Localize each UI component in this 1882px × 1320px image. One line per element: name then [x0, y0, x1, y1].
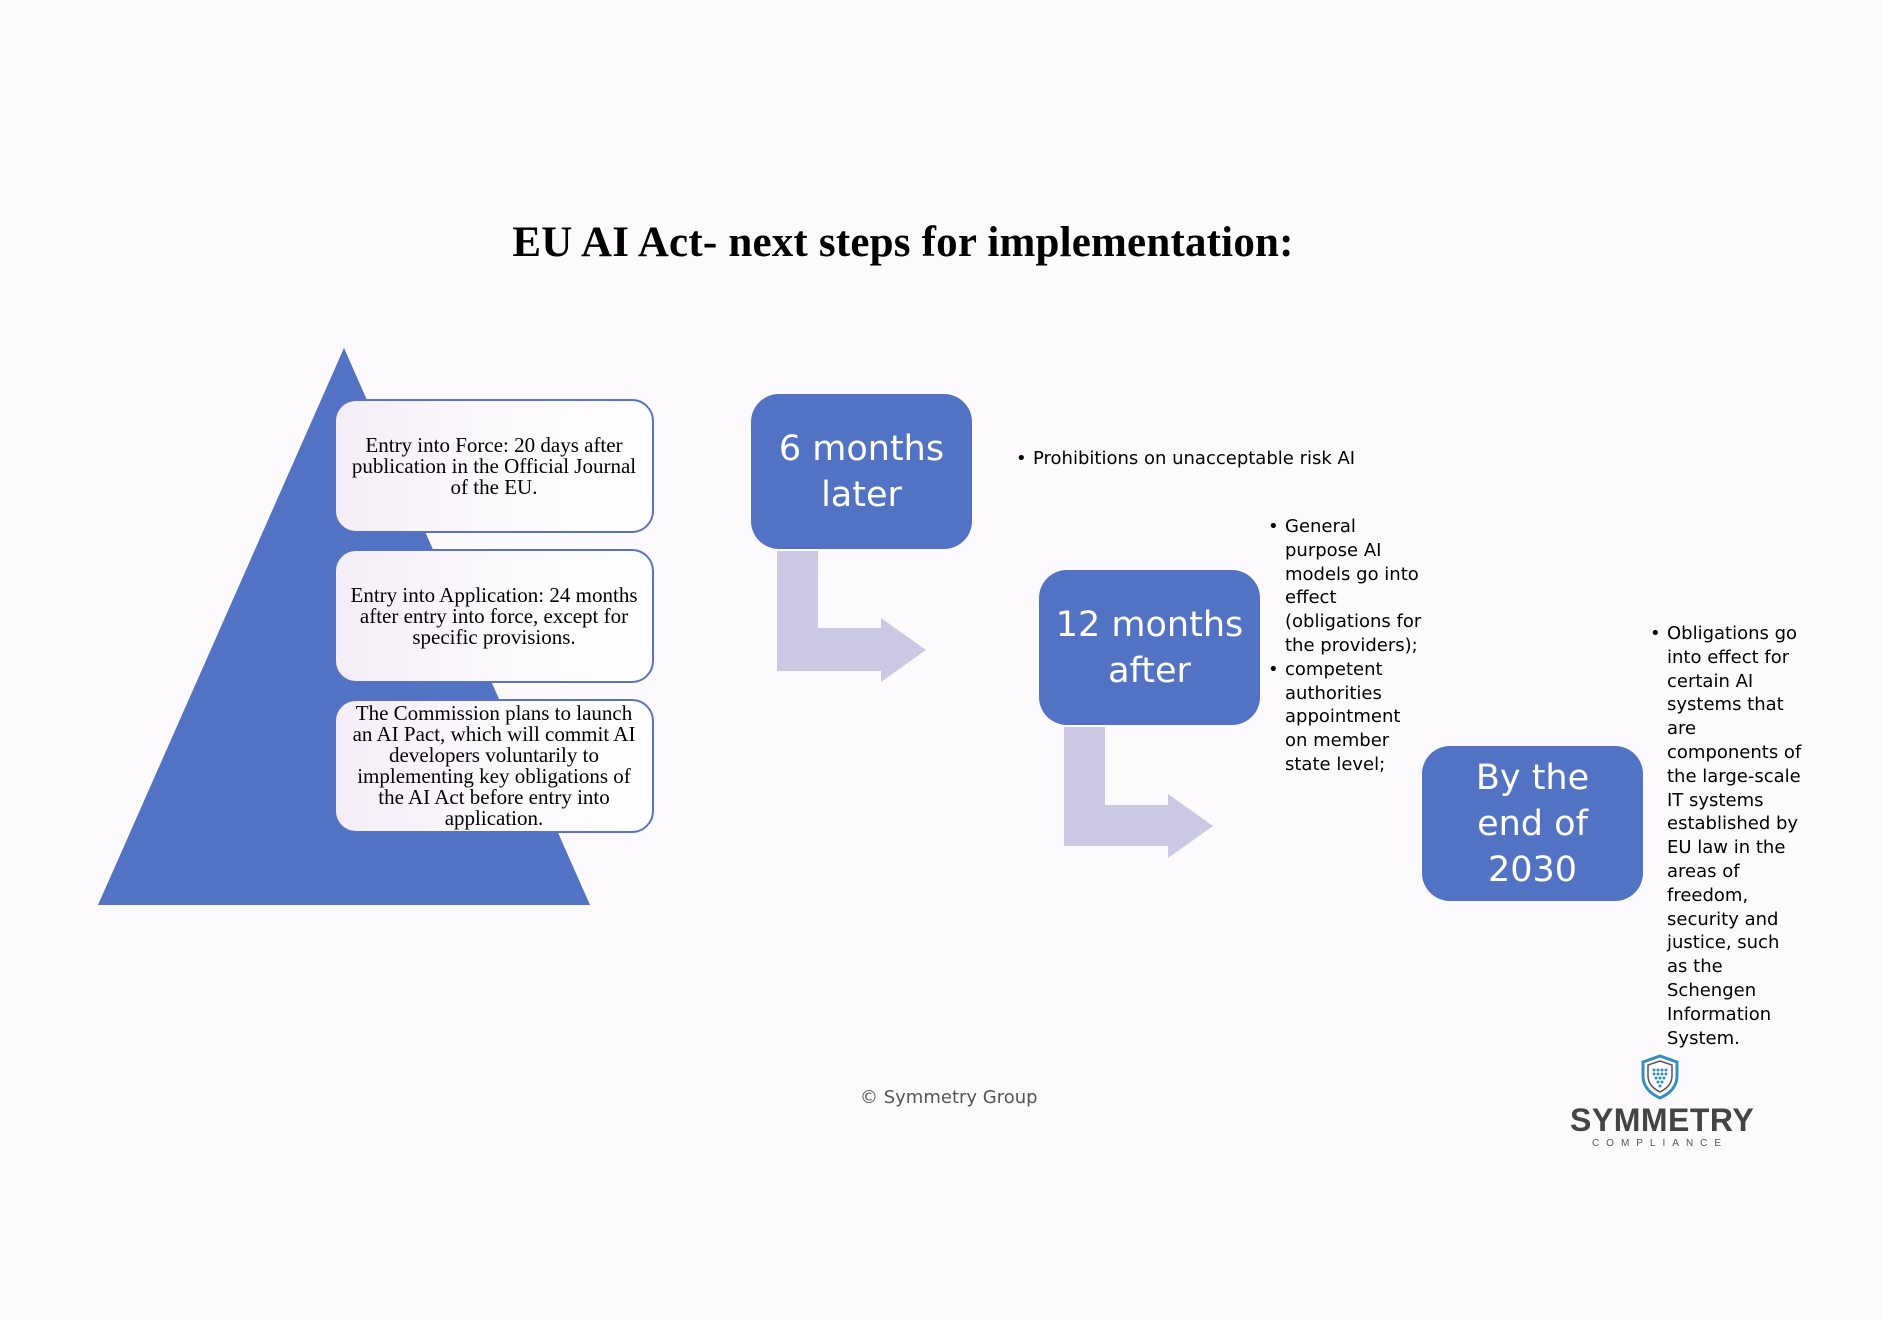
logo-subtitle: COMPLIANCE	[1591, 1138, 1729, 1149]
bent-arrow-2	[1064, 727, 1213, 858]
bullet-item: competent authorities appointment on mem…	[1268, 658, 1428, 777]
bullet-item: General purpose AI models go into effect…	[1268, 515, 1428, 658]
step-6-months-bullets: Prohibitions on unacceptable risk AI	[1016, 447, 1356, 471]
pyramid-card-entry-into-force: Entry into Force: 20 days after publicat…	[334, 399, 654, 533]
page-title: EU AI Act- next steps for implementation…	[512, 219, 1294, 266]
step-12-months: 12 months after	[1039, 570, 1260, 725]
bullet-item: Obligations go into effect for certain A…	[1650, 622, 1805, 1050]
bent-arrow-1	[777, 551, 926, 682]
step-12-months-bullets: General purpose AI models go into effect…	[1268, 515, 1428, 777]
symmetry-logo: SYMMETRY COMPLIANCE	[1570, 1054, 1755, 1149]
logo-wordmark: SYMMETRY	[1570, 1102, 1755, 1138]
bullet-item: Prohibitions on unacceptable risk AI	[1016, 447, 1356, 471]
card-text: Entry into Application: 24 months after …	[350, 582, 638, 649]
shield-icon	[1641, 1054, 1679, 1100]
pyramid-card-ai-pact: The Commission plans to launch an AI Pac…	[334, 699, 654, 833]
pyramid-card-entry-into-application: Entry into Application: 24 months after …	[334, 549, 654, 683]
step-end-2030-bullets: Obligations go into effect for certain A…	[1650, 622, 1805, 1050]
step-label: 12 months after	[1055, 604, 1244, 691]
step-label: By the end of 2030	[1475, 757, 1590, 890]
copyright-text: © Symmetry Group	[860, 1087, 1038, 1108]
step-end-2030: By the end of 2030	[1422, 746, 1643, 901]
card-text: The Commission plans to launch an AI Pac…	[352, 701, 636, 830]
card-text: Entry into Force: 20 days after publicat…	[351, 432, 637, 499]
step-label: 6 months later	[778, 428, 945, 515]
step-6-months: 6 months later	[751, 394, 972, 549]
